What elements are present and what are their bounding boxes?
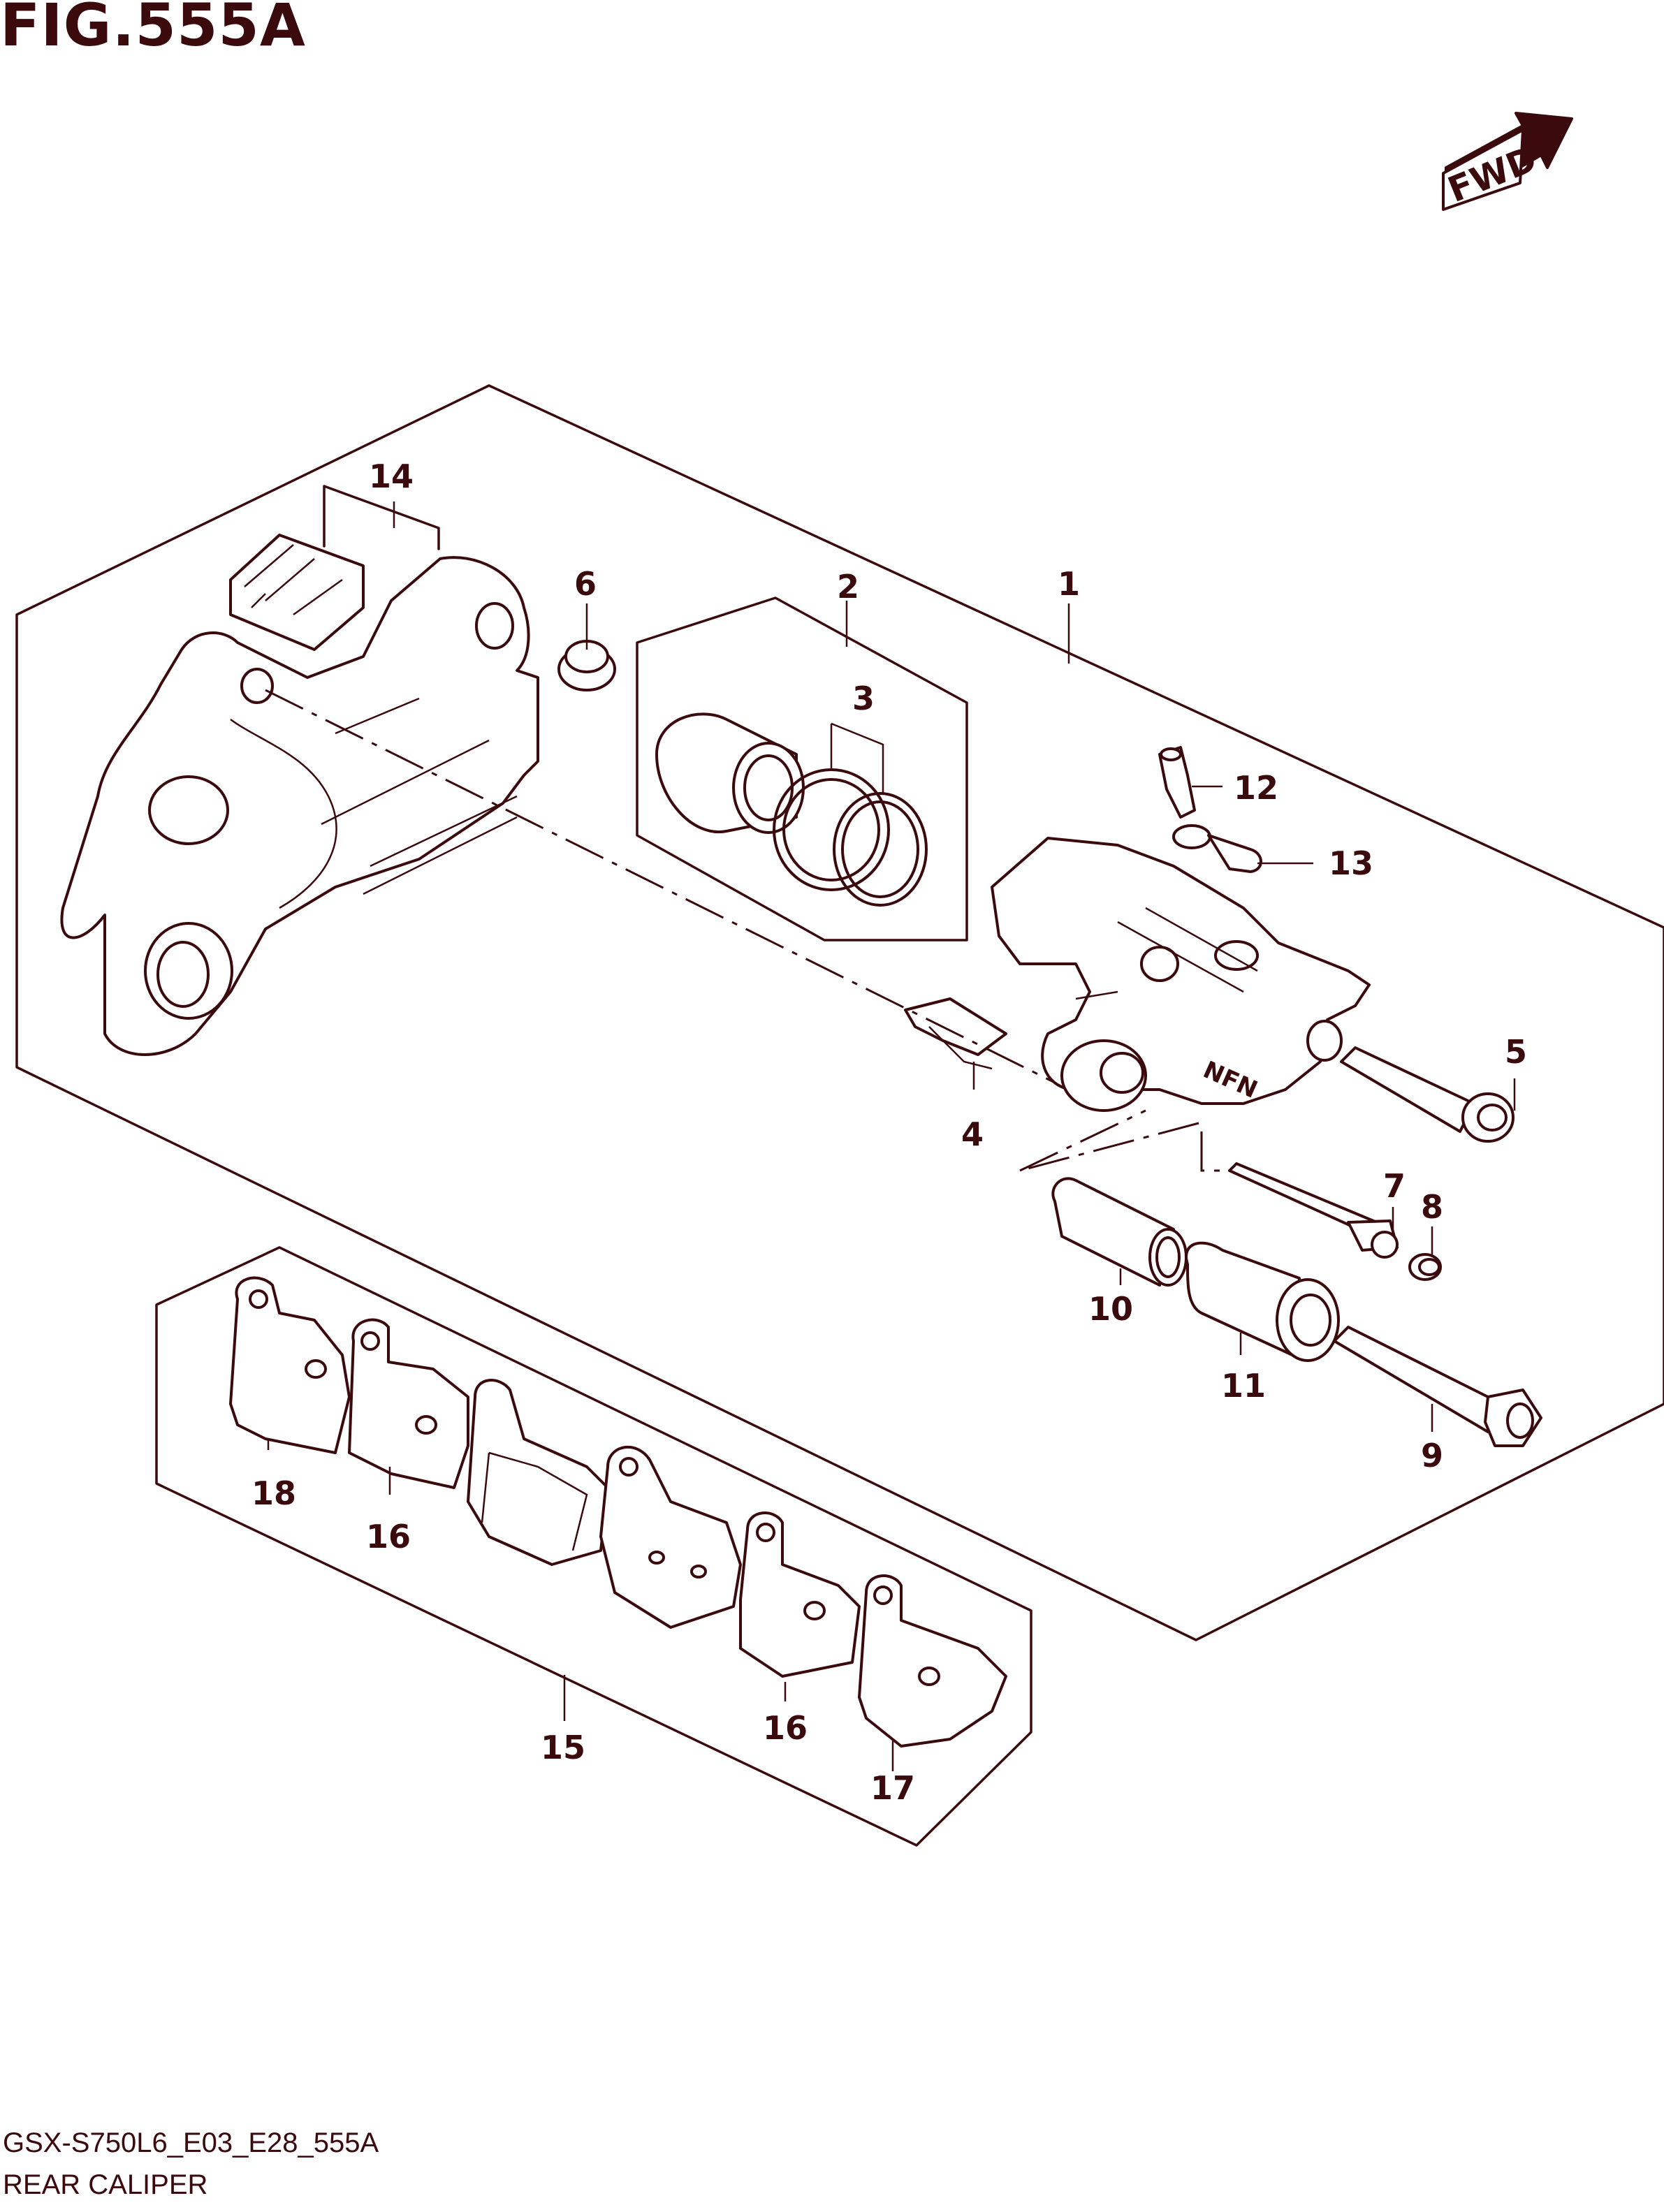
callout-17: 17 [870,1769,915,1807]
callout-13: 13 [1329,844,1373,882]
callout-8: 8 [1421,1188,1443,1226]
leader-lines [265,501,1516,1771]
piston [655,712,805,834]
diagram-name: REAR CALIPER [3,2169,208,2200]
mounting-bolt [1333,1326,1542,1447]
callout-10: 10 [1088,1290,1133,1328]
callout-11: 11 [1221,1367,1266,1405]
sleeve [1051,1177,1188,1287]
callout-9: 9 [1421,1437,1443,1474]
callout-2: 2 [837,568,859,606]
caliper-assembly-outline [15,384,1664,1641]
pad-spring-bracket-line [323,485,440,550]
callout-3: 3 [852,680,875,717]
callout-1: 1 [1058,565,1080,603]
pad-pin-retainer [904,997,1007,1070]
pad-set-outline [155,1246,1032,1847]
callout-15: 15 [541,1729,585,1766]
callout-6: 6 [574,565,597,603]
forward-arrow-icon: FWD [1442,112,1573,211]
callout-5: 5 [1505,1033,1527,1071]
callout-labels: 1 2 3 4 5 6 7 8 9 10 11 12 13 14 15 16 1… [251,457,1527,1807]
caliper-bracket [60,556,539,1056]
callout-16-left: 16 [366,1518,411,1555]
caliper-body: NFN [991,837,1371,1112]
callout-16-right: 16 [763,1709,808,1747]
pad-pin [1228,1162,1399,1259]
brake-pads [229,1276,1007,1748]
piston-group-outline [636,596,968,942]
figure-title: FIG.555A [0,0,306,59]
callout-7: 7 [1383,1167,1406,1205]
bleeder-screw [1158,746,1196,819]
callout-14: 14 [369,457,414,495]
slide-pin-bolt [1340,1046,1515,1143]
pad-pin-plug [1408,1253,1442,1281]
boot-part-11 [1185,1241,1340,1362]
callout-12: 12 [1234,769,1278,807]
pad-spring [229,534,365,651]
callout-4: 4 [961,1115,984,1153]
diagram-code: GSX-S750L6_E03_E28_555A [3,2127,379,2158]
callout-18: 18 [251,1474,296,1512]
bleeder-cap [1172,824,1262,873]
